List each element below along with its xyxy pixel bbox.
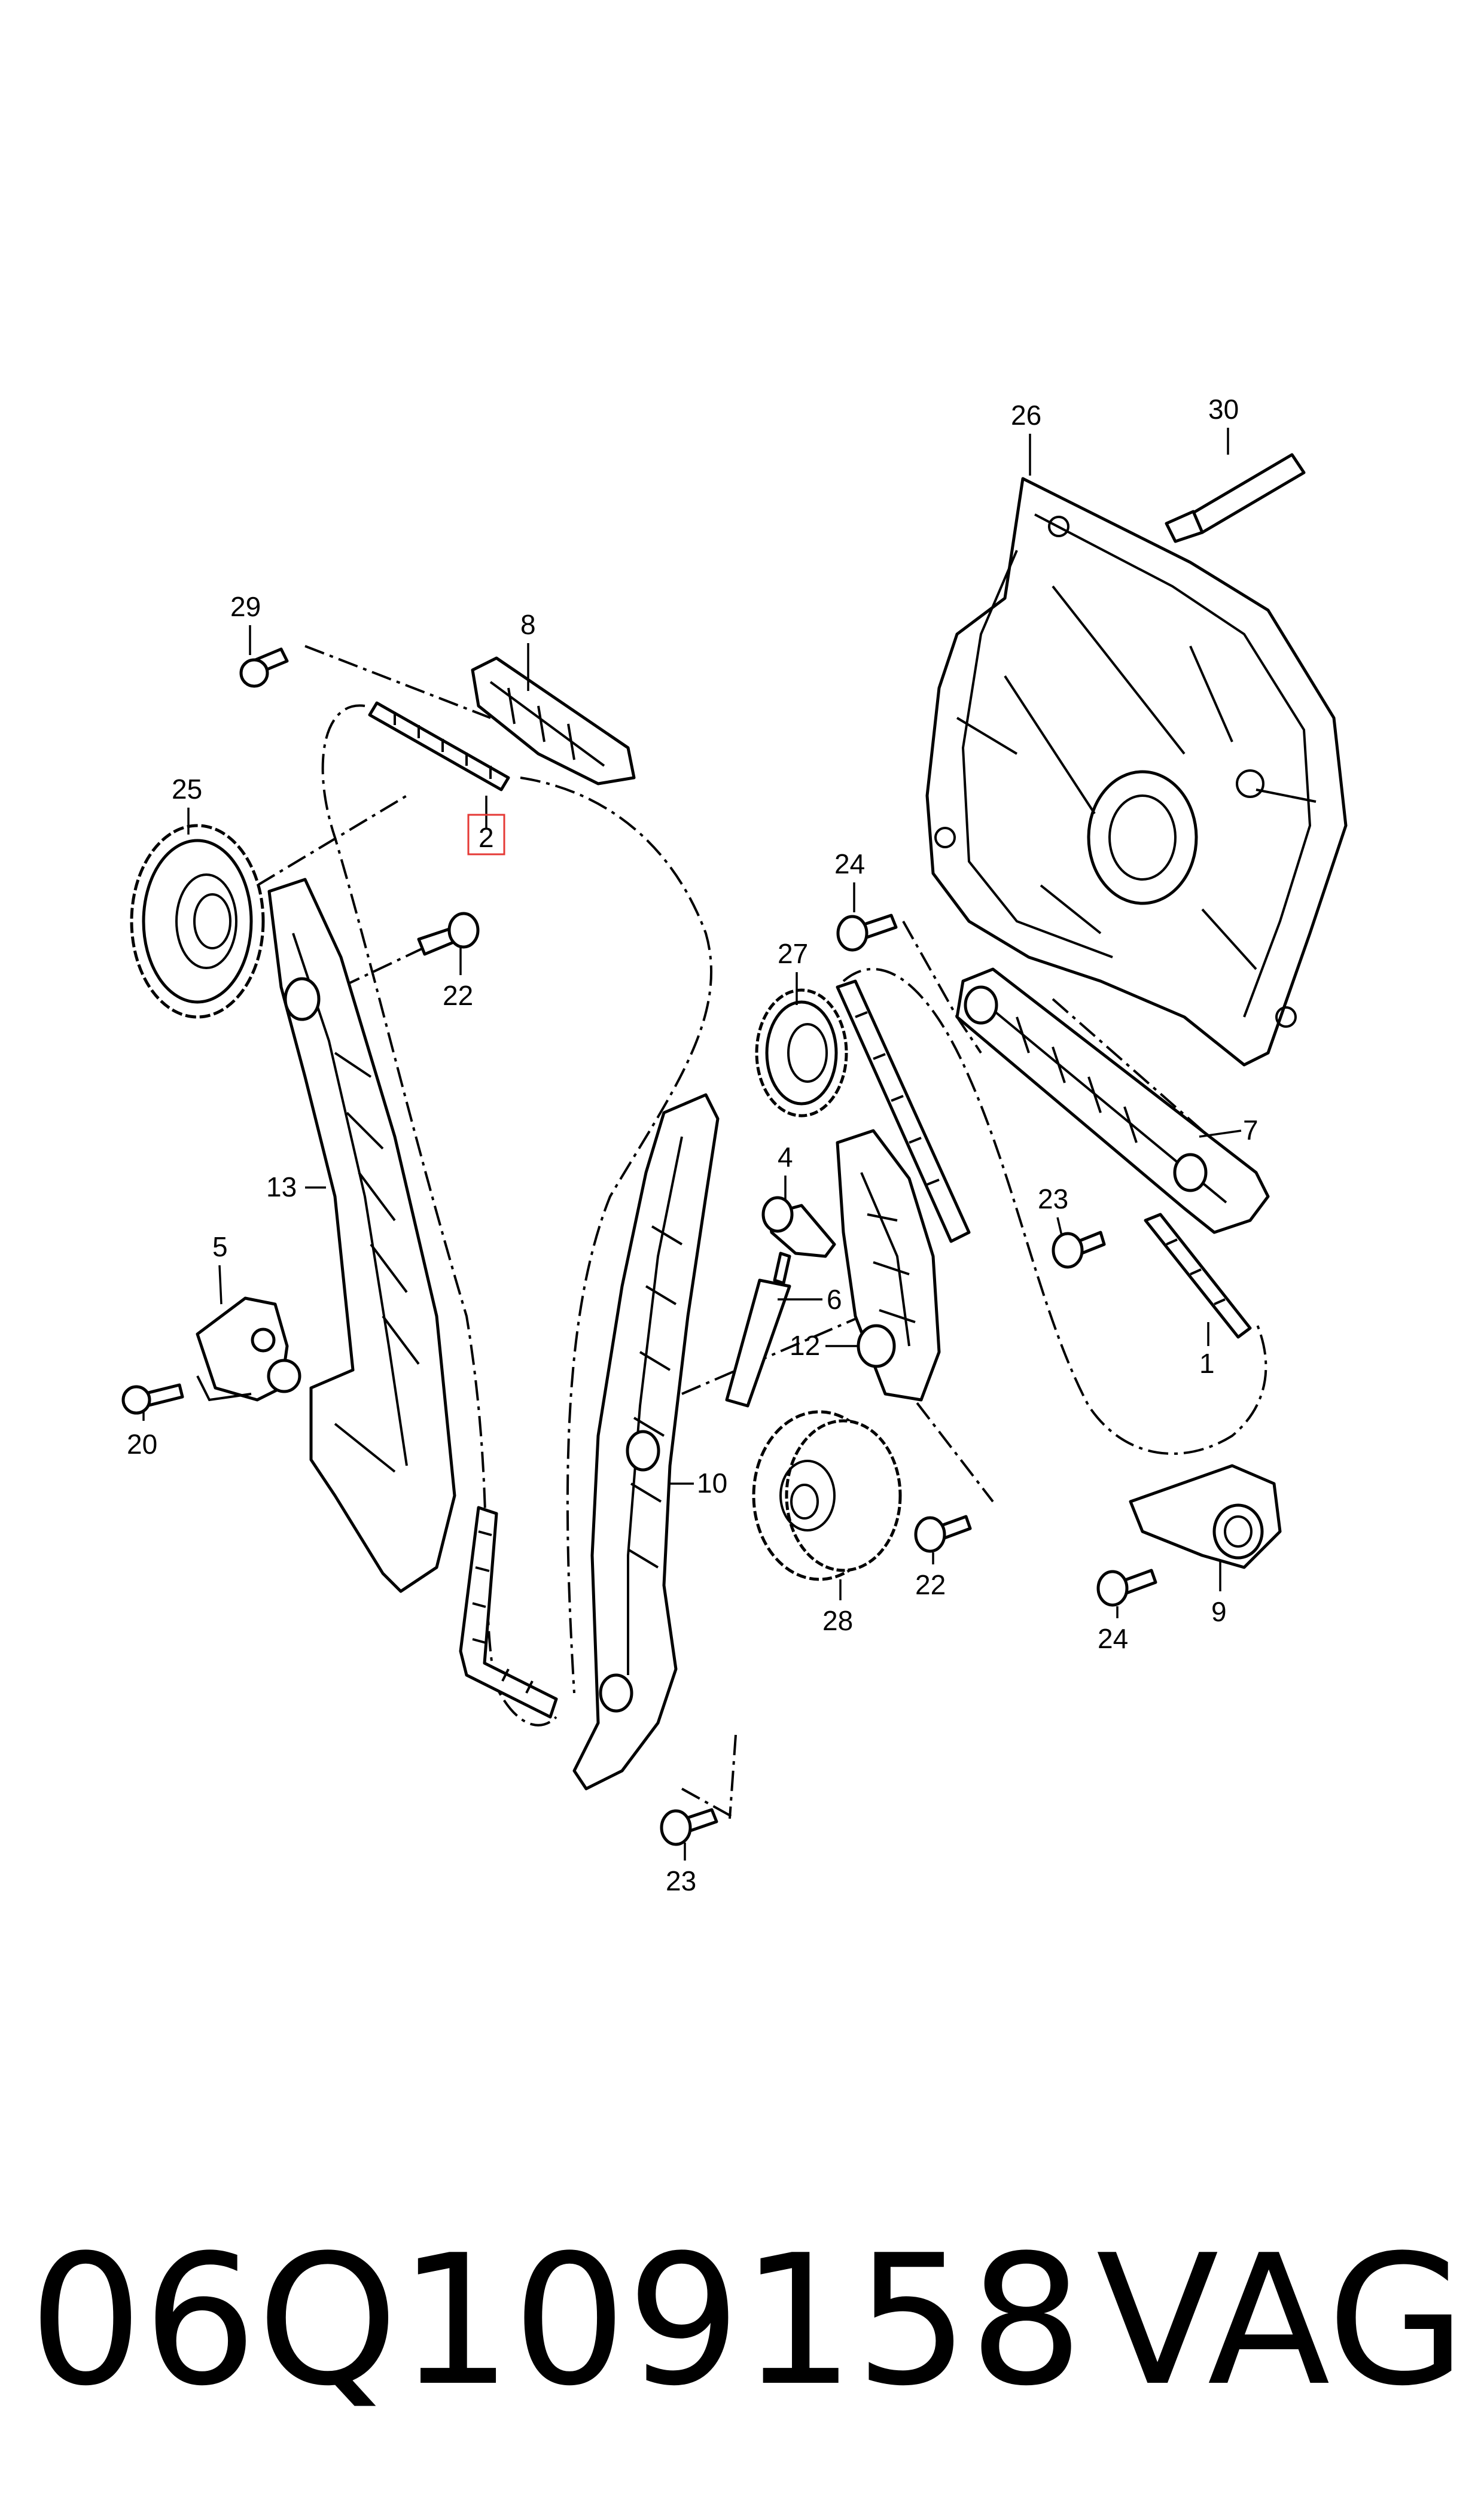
sealant-tube-part-6	[725, 1252, 791, 1408]
callout-label-24-lower: 24	[1098, 1623, 1128, 1654]
bolt-part-23-lower	[660, 1808, 718, 1846]
tensioner-plug-part-4	[761, 1196, 836, 1258]
leader-lines	[142, 428, 1242, 1861]
sprocket-part-28	[752, 1410, 902, 1581]
callout-label-5: 5	[212, 1231, 228, 1262]
bolt-part-22-lower	[914, 1515, 972, 1553]
brand-name: VAG	[1096, 2216, 1466, 2425]
callout-label-4: 4	[778, 1141, 793, 1173]
callout-label-7: 7	[1243, 1115, 1258, 1146]
timing-chain-exploded-diagram: 29 8 2 25 22 13 5 20 26 30 24 27 4 6 12 …	[121, 394, 1348, 1896]
callout-label-22-upper: 22	[443, 980, 473, 1011]
chain-path-outline-right	[842, 967, 1267, 1455]
callout-label-1: 1	[1199, 1348, 1215, 1379]
callout-label-2: 2	[479, 822, 494, 853]
callout-label-10: 10	[697, 1467, 727, 1499]
callout-label-8: 8	[520, 609, 536, 640]
timing-cover-part-26	[925, 477, 1348, 1067]
callout-label-20: 20	[127, 1429, 157, 1460]
callout-label-12: 12	[790, 1330, 820, 1361]
bolt-part-24-lower	[1096, 1569, 1157, 1607]
bolt-part-23-right	[1052, 1231, 1106, 1269]
callout-label-13: 13	[266, 1171, 297, 1202]
bolt-part-22-upper	[417, 912, 480, 956]
highlight-box	[467, 814, 505, 855]
tensioner-rail-part-13	[267, 878, 456, 1593]
callout-label-28: 28	[822, 1605, 853, 1636]
footer: 06Q109158 VAG	[0, 2225, 1484, 2417]
bolt-part-24-upper	[836, 914, 898, 952]
callout-label-22-lower: 22	[915, 1569, 946, 1600]
bolt-part-20	[121, 1383, 184, 1415]
chain-lower-left	[459, 1506, 558, 1719]
chain-part-1	[1144, 1213, 1252, 1339]
sealant-tube-part-30	[1165, 453, 1306, 543]
sprocket-part-25	[130, 824, 265, 1019]
callout-label-30: 30	[1208, 394, 1239, 425]
chain-part-2	[368, 701, 510, 791]
guide-rail-part-10	[572, 1093, 720, 1791]
callout-label-23-lower: 23	[666, 1865, 696, 1896]
guide-rail-part-7	[955, 967, 1270, 1234]
callout-label-25: 25	[172, 774, 202, 805]
chain-tensioner-part-9	[1129, 1464, 1282, 1569]
sprocket-part-27	[755, 988, 848, 1118]
callout-label-29: 29	[230, 591, 261, 622]
tensioner-rail-part-12	[836, 1129, 941, 1402]
callout-label-27: 27	[778, 938, 808, 969]
callout-label-24-upper: 24	[834, 848, 865, 879]
chain-path-outline	[321, 704, 712, 1727]
callout-label-23-right: 23	[1038, 1183, 1068, 1214]
callout-label-9: 9	[1211, 1596, 1227, 1627]
bolt-part-29	[239, 647, 289, 688]
guide-rail-part-8	[471, 656, 636, 785]
chain-tensioner-part-5	[196, 1296, 301, 1402]
callout-label-6: 6	[827, 1284, 842, 1315]
chain-center	[836, 979, 971, 1243]
part-number: 06Q109158	[29, 2216, 1084, 2425]
callout-label-26: 26	[1011, 400, 1041, 431]
